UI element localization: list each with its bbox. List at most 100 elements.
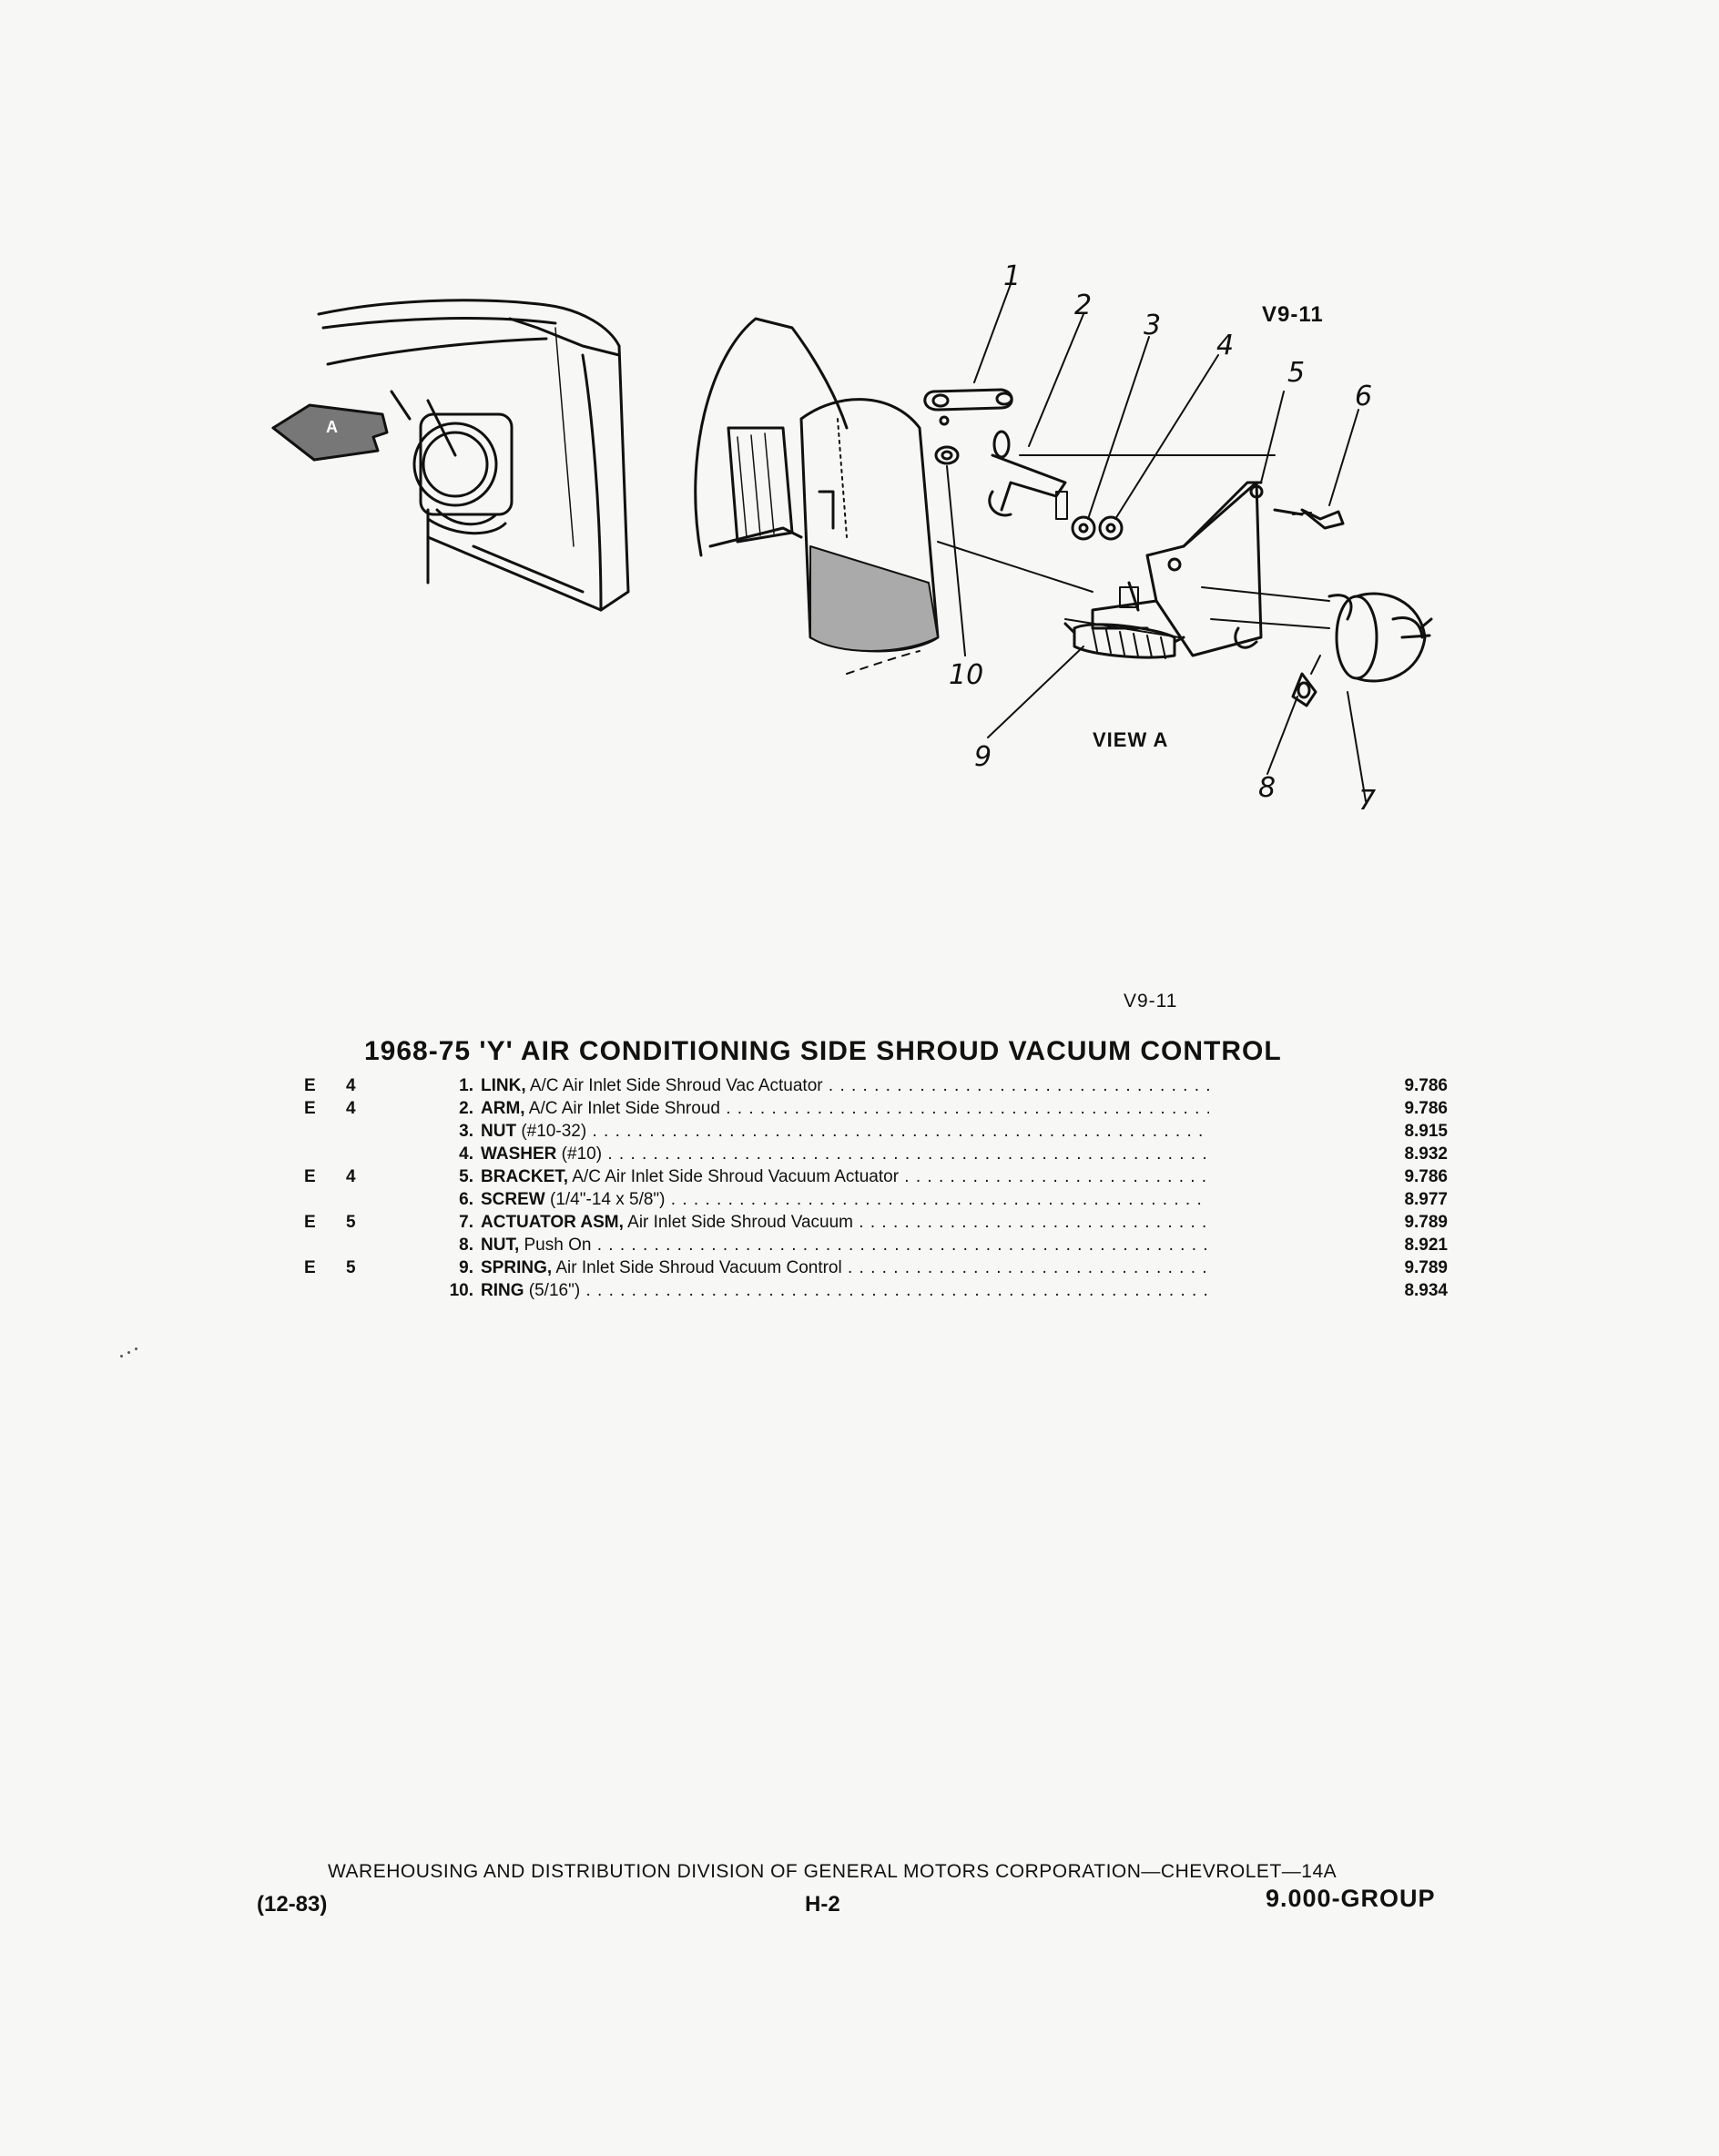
part-name: NUT (481, 1122, 517, 1141)
link-drawing (923, 388, 1013, 656)
part-detail: (#10) (556, 1144, 603, 1164)
part-description: SPRING, Air Inlet Side Shroud Vacuum Con… (481, 1256, 1209, 1279)
catalog-code-number: 5 (346, 1213, 356, 1232)
group-number: 8.977 (1404, 1190, 1448, 1209)
part-row: E 5 7. ACTUATOR ASM, Air Inlet Side Shroud … (300, 1211, 1448, 1234)
part-detail: A/C Air Inlet Side Shroud Vac Actuator (525, 1076, 823, 1095)
part-row: 8. NUT, Push On 8.921 (300, 1234, 1448, 1256)
body-panel-drawing (317, 299, 630, 612)
vent-drawing (412, 412, 514, 535)
part-row: 10. RING (5/16") 8.934 (300, 1279, 1448, 1302)
part-detail: A/C Air Inlet Side Shroud (524, 1099, 720, 1118)
catalog-code-number: 4 (346, 1076, 356, 1095)
callout-2: 2 (1074, 290, 1093, 321)
scan-speck (127, 1351, 130, 1354)
part-name: ACTUATOR ASM, (481, 1213, 624, 1232)
nut-washer-drawing (1055, 491, 1124, 541)
footer-publisher-line: WAREHOUSING AND DISTRIBUTION DIVISION OF… (328, 1861, 1338, 1882)
part-description: ACTUATOR ASM, Air Inlet Side Shroud Vacu… (481, 1211, 1209, 1234)
part-description: LINK, A/C Air Inlet Side Shroud Vac Actu… (481, 1074, 1209, 1097)
part-detail: Air Inlet Side Shroud Vacuum Control (552, 1258, 842, 1277)
part-name: WASHER (481, 1144, 557, 1164)
part-row: 3. NUT (#10-32) 8.915 (300, 1120, 1448, 1143)
parts-list-figure-code: V9-11 (1124, 991, 1178, 1012)
part-number: 7. (459, 1213, 473, 1232)
shroud-housing-drawing (694, 317, 940, 675)
part-name: ARM, (481, 1099, 525, 1118)
part-name: BRACKET, (481, 1167, 569, 1186)
actuator-assembly-drawing (937, 541, 1433, 707)
catalog-code-number: 5 (346, 1258, 356, 1277)
callout-3: 3 (1144, 310, 1162, 341)
callout-4: 4 (1216, 330, 1235, 361)
catalog-code-letter: E (304, 1258, 316, 1277)
part-name: SCREW (481, 1190, 545, 1209)
part-description: NUT, Push On (481, 1234, 1209, 1256)
exploded-view-diagram: A (271, 283, 1433, 802)
part-number: 1. (459, 1076, 473, 1095)
part-number: 9. (459, 1258, 473, 1277)
scan-speck (135, 1348, 137, 1350)
group-number: 8.934 (1404, 1281, 1448, 1300)
callout-7: 7 (1358, 785, 1377, 817)
callout-10: 10 (949, 659, 984, 691)
view-a-arrow (271, 403, 389, 462)
part-row: E 4 2. ARM, A/C Air Inlet Side Shroud 9.786 (300, 1097, 1448, 1120)
catalog-code-letter: E (304, 1076, 316, 1095)
part-number: 2. (459, 1099, 473, 1118)
group-number: 8.932 (1404, 1144, 1448, 1164)
group-number: 9.786 (1404, 1099, 1448, 1118)
part-detail: (5/16") (524, 1281, 581, 1300)
part-detail: Air Inlet Side Shroud Vacuum (623, 1213, 853, 1232)
part-number: 4. (459, 1144, 473, 1164)
view-label: VIEW A (1093, 728, 1169, 751)
part-detail: A/C Air Inlet Side Shroud Vacuum Actuato… (568, 1167, 900, 1186)
part-description: SCREW (1/4"-14 x 5/8") (481, 1188, 1209, 1211)
part-name: NUT, (481, 1236, 520, 1255)
callout-9: 9 (974, 741, 992, 773)
part-row: E 5 9. SPRING, Air Inlet Side Shroud Vacuum… (300, 1256, 1448, 1279)
parts-list: E 4 1. LINK, A/C Air Inlet Side Shroud Vac … (300, 1074, 1448, 1302)
view-a-marker-label: A (326, 418, 338, 436)
part-detail: Push On (519, 1236, 592, 1255)
part-row: E 4 5. BRACKET, A/C Air Inlet Side Shroud V… (300, 1165, 1448, 1188)
part-number: 8. (459, 1236, 473, 1255)
callout-6: 6 (1355, 381, 1373, 412)
scan-speck (120, 1355, 123, 1358)
callout-8: 8 (1258, 772, 1277, 804)
footer-group-code: 9.000-GROUP (1266, 1885, 1436, 1912)
callout-5: 5 (1287, 357, 1306, 389)
part-description: NUT (#10-32) (481, 1120, 1209, 1143)
leader-lines (964, 283, 1367, 802)
part-number: 10. (449, 1281, 473, 1300)
catalog-code-letter: E (304, 1167, 316, 1186)
group-number: 9.786 (1404, 1076, 1448, 1095)
part-number: 5. (459, 1167, 473, 1186)
part-name: RING (481, 1281, 524, 1300)
part-name: LINK, (481, 1076, 526, 1095)
page-title: 1968-75 'Y' AIR CONDITIONING SIDE SHROUD… (364, 1036, 1282, 1066)
part-number: 3. (459, 1122, 473, 1141)
catalog-code-letter: E (304, 1213, 316, 1232)
part-row: 6. SCREW (1/4"-14 x 5/8") 8.977 (300, 1188, 1448, 1211)
group-number: 8.915 (1404, 1122, 1448, 1141)
part-detail: (#10-32) (516, 1122, 587, 1141)
group-number: 9.786 (1404, 1167, 1448, 1186)
footer-page-number: H-2 (805, 1892, 840, 1917)
part-description: RING (5/16") (481, 1279, 1209, 1302)
catalog-code-number: 4 (346, 1167, 356, 1186)
part-row: 4. WASHER (#10) 8.932 (300, 1143, 1448, 1165)
callout-1: 1 (1003, 260, 1022, 292)
footer-date: (12-83) (257, 1892, 328, 1917)
part-number: 6. (459, 1190, 473, 1209)
group-number: 9.789 (1404, 1258, 1448, 1277)
catalog-code-number: 4 (346, 1099, 356, 1118)
part-description: ARM, A/C Air Inlet Side Shroud (481, 1097, 1209, 1120)
catalog-code-letter: E (304, 1099, 316, 1118)
part-name: SPRING, (481, 1258, 553, 1277)
group-number: 9.789 (1404, 1213, 1448, 1232)
group-number: 8.921 (1404, 1236, 1448, 1255)
part-description: BRACKET, A/C Air Inlet Side Shroud Vacuu… (481, 1165, 1209, 1188)
part-detail: (1/4"-14 x 5/8") (544, 1190, 666, 1209)
figure-code: V9-11 (1262, 302, 1324, 327)
